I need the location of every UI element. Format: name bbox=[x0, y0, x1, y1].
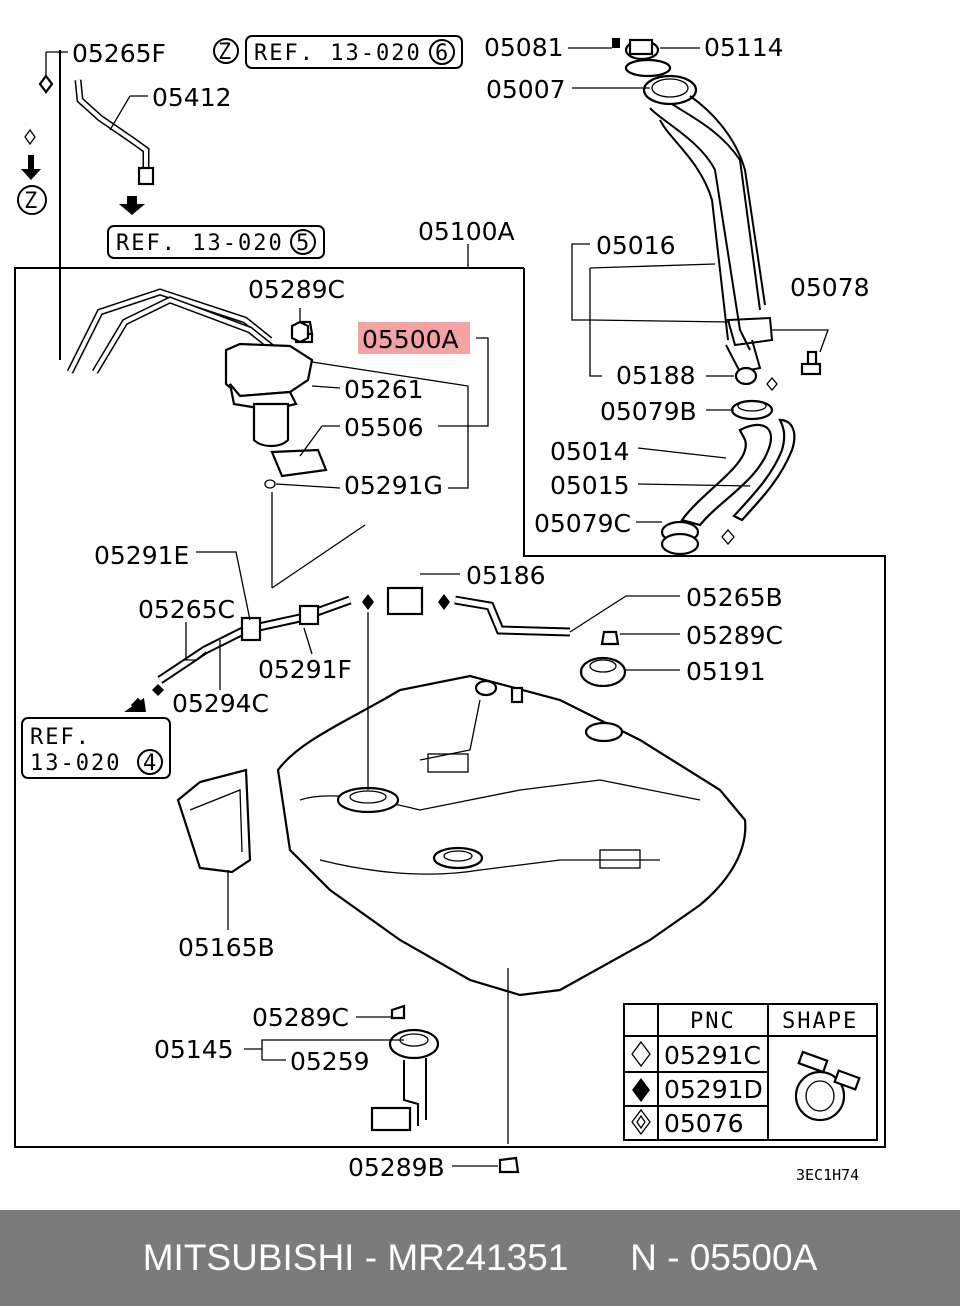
legend-header-pnc: PNC bbox=[690, 1009, 736, 1034]
footer-sep-2: - bbox=[656, 1237, 690, 1278]
label-05289b[interactable]: 05289B bbox=[348, 1153, 445, 1182]
label-05145[interactable]: 05145 bbox=[154, 1035, 234, 1064]
plug-05289b-drawing bbox=[498, 968, 520, 1174]
nut-05289c-drawing bbox=[290, 320, 310, 344]
footer-part-number: MR241351 bbox=[387, 1237, 569, 1278]
label-05188[interactable]: 05188 bbox=[616, 361, 696, 390]
filler-neck-drawing bbox=[612, 38, 774, 374]
pipe-05412-drawing bbox=[74, 79, 155, 215]
hoses-05014-05015-drawing bbox=[680, 418, 796, 545]
label-05294c[interactable]: 05294C bbox=[172, 689, 269, 718]
footer-sep-1: - bbox=[354, 1237, 388, 1278]
label-05165b[interactable]: 05165B bbox=[178, 933, 275, 962]
label-05114[interactable]: 05114 bbox=[704, 33, 784, 62]
label-05291f[interactable]: 05291F bbox=[258, 655, 352, 684]
footer-bar: MITSUBISHI - MR241351 N - 05500A bbox=[0, 1210, 960, 1306]
label-05081[interactable]: 05081 bbox=[484, 33, 564, 62]
ref-box-top[interactable] bbox=[245, 35, 463, 69]
label-05291g[interactable]: 05291G bbox=[344, 471, 443, 500]
label-05412[interactable]: 05412 bbox=[152, 83, 232, 112]
ref-z-letter: Z bbox=[218, 40, 233, 65]
label-05506[interactable]: 05506 bbox=[344, 413, 424, 442]
label-05265c[interactable]: 05265C bbox=[138, 595, 235, 624]
footer-gap bbox=[568, 1237, 630, 1279]
z-circle-letter: Z bbox=[24, 189, 39, 214]
label-05100a[interactable]: 05100A bbox=[418, 217, 515, 246]
clamp-05079b-drawing bbox=[730, 399, 774, 421]
bolt-05078-drawing bbox=[800, 350, 822, 376]
label-05014[interactable]: 05014 bbox=[550, 437, 630, 466]
ref-left-num: 4 bbox=[143, 751, 158, 776]
dotted-diamond-icon bbox=[631, 1108, 651, 1136]
fuel-tank-drawing bbox=[276, 612, 747, 997]
footer-brand: MITSUBISHI bbox=[142, 1237, 355, 1278]
footer-pnc: 05500A bbox=[689, 1237, 818, 1278]
label-05500a[interactable]: 05500A bbox=[362, 325, 459, 354]
label-05265f[interactable]: 05265F bbox=[72, 39, 166, 68]
label-05265b[interactable]: 05265B bbox=[686, 583, 783, 612]
label-05079c[interactable]: 05079C bbox=[534, 509, 631, 538]
legend-row-2: 05291D bbox=[664, 1075, 763, 1104]
legend-table: PNC SHAPE 05291C 05291D 05076 bbox=[623, 1003, 878, 1141]
ref-z-circle bbox=[213, 38, 239, 64]
gauge-unit-05191-drawing bbox=[579, 630, 627, 688]
hollow-diamond-icon bbox=[631, 1040, 651, 1068]
solid-diamond-icon bbox=[632, 1078, 650, 1102]
ref-mid-num: 5 bbox=[296, 231, 311, 256]
diagram-code: 3EC1H74 bbox=[796, 1166, 859, 1184]
ref-box-mid[interactable] bbox=[107, 225, 325, 259]
label-05289c-mid[interactable]: 05289C bbox=[686, 621, 783, 650]
ref-top-text: REF. 13-020 bbox=[254, 41, 422, 66]
fuel-pump-module-drawing bbox=[66, 288, 328, 489]
label-05191[interactable]: 05191 bbox=[686, 657, 766, 686]
clamp-05079c-drawing bbox=[660, 520, 700, 556]
label-05079b[interactable]: 05079B bbox=[600, 397, 697, 426]
label-05291e[interactable]: 05291E bbox=[94, 541, 189, 570]
ref-left-text-b: 13-020 bbox=[30, 751, 121, 776]
footer-n-label: N bbox=[630, 1237, 657, 1278]
legend-row-3: 05076 bbox=[664, 1109, 744, 1138]
hose-05265f-drawing bbox=[16, 74, 54, 215]
sender-unit-05145-drawing bbox=[370, 1004, 440, 1132]
leader-lines bbox=[45, 47, 829, 1167]
assembly-boundary bbox=[14, 267, 886, 1148]
label-05186[interactable]: 05186 bbox=[466, 561, 546, 590]
heat-shield-05165b-drawing bbox=[176, 768, 252, 874]
label-05289c-bottom[interactable]: 05289C bbox=[252, 1003, 349, 1032]
fuel-tank-parts-diagram: Z REF. 13-020 6 Z REF. 13-020 5 REF. 13-… bbox=[14, 33, 886, 1184]
ref-top-num: 6 bbox=[435, 41, 450, 66]
ref-mid-text: REF. 13-020 bbox=[116, 231, 284, 256]
legend-row-1: 05291C bbox=[664, 1041, 761, 1070]
label-05015[interactable]: 05015 bbox=[550, 471, 630, 500]
label-05016[interactable]: 05016 bbox=[596, 231, 676, 260]
label-05261[interactable]: 05261 bbox=[344, 375, 424, 404]
selected-part-highlight bbox=[358, 322, 470, 354]
label-05007[interactable]: 05007 bbox=[486, 75, 566, 104]
ref-box-left[interactable] bbox=[21, 717, 171, 779]
ref-left-text-a: REF. bbox=[30, 725, 91, 750]
legend-header-shape: SHAPE bbox=[782, 1009, 858, 1034]
label-05259[interactable]: 05259 bbox=[290, 1047, 370, 1076]
label-05078[interactable]: 05078 bbox=[790, 273, 870, 302]
clip-shape-icon bbox=[794, 1050, 861, 1122]
label-05289c-top[interactable]: 05289C bbox=[248, 275, 345, 304]
clamp-05188-drawing bbox=[734, 366, 778, 392]
